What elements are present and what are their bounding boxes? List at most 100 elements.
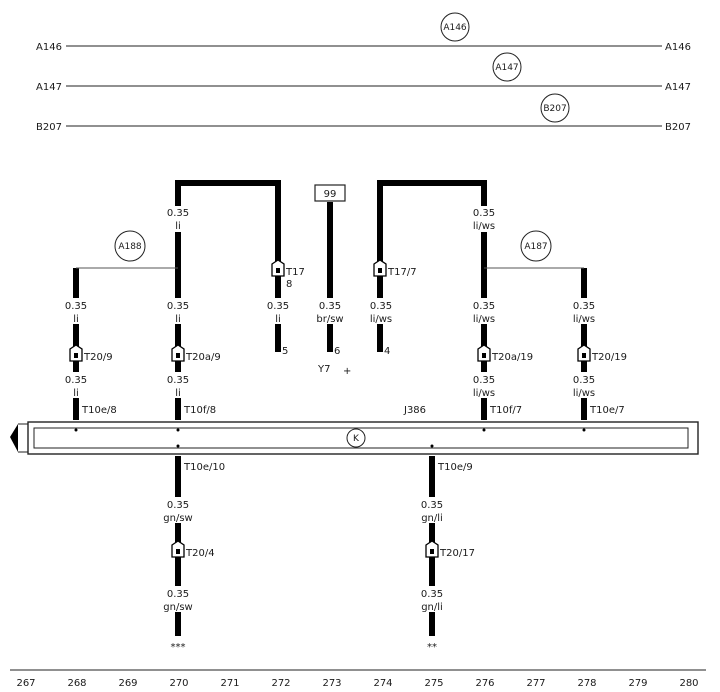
ruler-label-271: 271 (220, 678, 239, 689)
harness-k-label: K (353, 434, 360, 444)
wire-276-low-color: li/ws (473, 388, 495, 399)
bus-b207-left-label: B207 (36, 122, 62, 133)
connector-labels: T17 8 T17/7 T20/9 T20a/9 T20a/19 T20/19 … (81, 267, 627, 559)
bus-a147-left-label: A147 (36, 82, 62, 93)
bus-a147-bubble-label: A147 (495, 63, 518, 73)
connector-t20-4-label: T20/4 (185, 548, 215, 559)
wire-270-top-size: 0.35 (167, 208, 189, 219)
bus-line-a147: A147 A147 A147 (36, 52, 691, 93)
component-99-box (314, 184, 346, 202)
wire-274-size: 0.35 (370, 301, 392, 312)
wire-268-size: 0.35 (65, 301, 87, 312)
pin-274-label: 4 (384, 346, 390, 357)
bus-a146-bubble-label: A146 (443, 23, 467, 33)
harness-left-arrow-icon (10, 424, 18, 452)
wire-268-low-size: 0.35 (65, 375, 87, 386)
wire-276-mid-color: li/ws (473, 314, 495, 325)
connector-t10e-8-label: T10e/8 (81, 405, 117, 416)
wire-270-bot1-size: 0.35 (167, 500, 189, 511)
wire-276-low-size: 0.35 (473, 375, 495, 386)
splice-a188-bubble (114, 230, 146, 262)
ruler-label-268: 268 (67, 678, 86, 689)
strip-pins (74, 402, 586, 474)
ruler-label-272: 272 (271, 678, 290, 689)
wire-270-top-color: li (175, 221, 181, 232)
bus-a146-left-label: A146 (36, 42, 62, 53)
connector-inner-marks (74, 268, 586, 554)
ruler-label-277: 277 (526, 678, 545, 689)
bus-line-a146: A146 A146 A146 (36, 12, 691, 53)
pin-273-label: 6 (334, 346, 340, 357)
wire-270-bot2-color: gn/sw (163, 602, 192, 613)
ground-mark-270: *** (171, 642, 186, 653)
connector-t10e-7-label: T10e/7 (589, 405, 625, 416)
ruler-label-274: 274 (373, 678, 392, 689)
pin-272-label: 5 (282, 346, 288, 357)
splice-a188-label: A188 (118, 242, 142, 252)
harness-strip: K (10, 421, 699, 455)
ruler-label-275: 275 (424, 678, 443, 689)
wire-275-bot1-size: 0.35 (421, 500, 443, 511)
splice-a187-label: A187 (524, 242, 547, 252)
connector-t20a-9-label: T20a/9 (185, 352, 221, 363)
connector-t20-9-label: T20/9 (83, 352, 113, 363)
ruler-label-273: 273 (322, 678, 341, 689)
ruler-label-279: 279 (628, 678, 647, 689)
wire-270-low-size: 0.35 (167, 375, 189, 386)
harness-k-bubble (346, 428, 366, 448)
ruler-ticks: 267 268 269 270 271 272 273 274 275 276 277 278 279 2… (16, 678, 698, 689)
ruler-label-267: 267 (16, 678, 35, 689)
wire-270-bot1-color: gn/sw (163, 513, 192, 524)
connector-t10f-7-label: T10f/7 (489, 405, 522, 416)
ruler-label-278: 278 (577, 678, 596, 689)
bus-a147-right-label: A147 (665, 82, 691, 93)
bus-line-b207: B207 B207 B207 (36, 93, 691, 133)
wire-270-bot2-size: 0.35 (167, 589, 189, 600)
bus-b207-bubble-label: B207 (543, 104, 566, 114)
wire-276-top-color: li/ws (473, 221, 495, 232)
wire-275-bot2-size: 0.35 (421, 589, 443, 600)
ruler-label-276: 276 (475, 678, 494, 689)
connector-t10e-9-label: T10e/9 (437, 462, 473, 473)
wire-278-color: li/ws (573, 314, 595, 325)
wire-272-size: 0.35 (267, 301, 289, 312)
ruler-label-280: 280 (679, 678, 698, 689)
connector-t17-8-label: T17 (285, 267, 305, 278)
wire-274-color: li/ws (370, 314, 392, 325)
bus-a146-bubble (440, 12, 470, 42)
connector-t20a-19-label: T20a/19 (491, 352, 533, 363)
wire-labels: 0.35 li 0.35 li/ws 0.35 li 0.35 li 0.35 … (65, 208, 595, 613)
wire-276-top-size: 0.35 (473, 208, 495, 219)
wire-276-mid-size: 0.35 (473, 301, 495, 312)
wire-268-color: li (73, 314, 79, 325)
connector-t10e-10-label: T10e/10 (183, 462, 225, 473)
component-y7-suffix: + (343, 366, 351, 377)
junction-j386-label: J386 (403, 405, 426, 416)
wire-275-bot1-color: gn/li (421, 513, 443, 524)
bus-b207-right-label: B207 (665, 122, 691, 133)
bus-a146-right-label: A146 (665, 42, 691, 53)
wire-278-low-color: li/ws (573, 388, 595, 399)
wire-label-backgrounds (58, 206, 604, 612)
splice-a187-bubble (520, 230, 552, 262)
connector-t17-8-pin: 8 (286, 279, 292, 290)
wire-268-low-color: li (73, 388, 79, 399)
bus-b207-bubble (540, 93, 570, 123)
pin-labels: 5 6 4 Y7 + (282, 346, 390, 377)
wire-273-size: 0.35 (319, 301, 341, 312)
component-y7-label: Y7 (317, 364, 330, 375)
wire-275-bot2-color: gn/li (421, 602, 443, 613)
wire-270-mid-color: li (175, 314, 181, 325)
connector-t20-17-label: T20/17 (439, 548, 475, 559)
connector-t10f-8-label: T10f/8 (183, 405, 216, 416)
wire-278-low-size: 0.35 (573, 375, 595, 386)
wire-270-low-color: li (175, 388, 181, 399)
wire-278-size: 0.35 (573, 301, 595, 312)
ruler-label-270: 270 (169, 678, 188, 689)
ruler-label-269: 269 (118, 678, 137, 689)
wire-273-color: br/sw (316, 314, 343, 325)
connector-t20-19-label: T20/19 (591, 352, 627, 363)
connector-t17-7-label: T17/7 (387, 267, 417, 278)
wire-270-mid-size: 0.35 (167, 301, 189, 312)
